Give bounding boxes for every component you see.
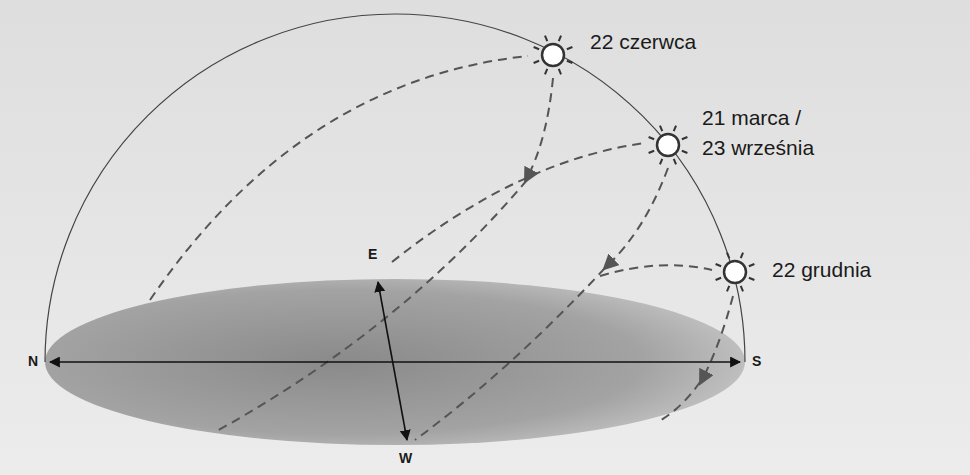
- sun-ray: [674, 126, 676, 132]
- sun-ray: [749, 278, 755, 280]
- summer-path-rise: [150, 56, 528, 300]
- date-label: 22 czerwca: [590, 27, 696, 57]
- summer-path-set: [527, 78, 553, 178]
- equinox-path-set: [415, 268, 605, 440]
- sun-paths: [150, 56, 733, 440]
- sun-ray: [749, 264, 755, 266]
- sun-ray: [682, 137, 688, 139]
- winter-path-set: [702, 296, 733, 380]
- sun-symbols: [534, 36, 755, 292]
- east-west-axis: [378, 282, 407, 440]
- sun-symbol: [649, 126, 688, 165]
- sun-ray: [660, 126, 662, 132]
- sun-symbol: [716, 253, 755, 292]
- direction-label: W: [399, 451, 412, 466]
- sun-ray: [674, 159, 676, 165]
- horizon-plane: [45, 279, 745, 445]
- summer-path-set: [215, 180, 527, 432]
- sun-symbol: [534, 36, 573, 75]
- date-label: 22 grudnia: [772, 255, 871, 285]
- sun-ray: [649, 137, 655, 139]
- direction-label: N: [28, 354, 38, 369]
- sun-ray: [559, 36, 561, 42]
- sun-ray: [545, 69, 547, 75]
- sun-ray: [716, 278, 722, 280]
- sun-ray: [545, 36, 547, 42]
- direction-label: E: [368, 247, 377, 262]
- sun-ray: [567, 61, 573, 63]
- sun-disc: [542, 44, 564, 66]
- direction-label: S: [752, 354, 761, 369]
- sun-ray: [649, 151, 655, 153]
- sun-ray: [741, 286, 743, 292]
- winter-path-rise: [600, 265, 712, 276]
- sun-ray: [716, 264, 722, 266]
- sun-disc: [724, 261, 746, 283]
- date-label: 21 marca / 23 września: [702, 103, 828, 164]
- north-south-axis: [50, 361, 740, 363]
- equinox-path-set: [607, 168, 668, 266]
- sun-ray: [559, 69, 561, 75]
- sun-disc: [657, 134, 679, 156]
- winter-path-set: [658, 382, 700, 422]
- sun-ray: [534, 61, 540, 63]
- sun-ray: [682, 151, 688, 153]
- sun-ray: [727, 253, 729, 259]
- equinox-path-rise: [392, 143, 645, 262]
- sun-ray: [534, 47, 540, 49]
- sun-ray: [567, 47, 573, 49]
- sun-ray: [727, 286, 729, 292]
- sun-ray: [741, 253, 743, 259]
- sun-ray: [660, 159, 662, 165]
